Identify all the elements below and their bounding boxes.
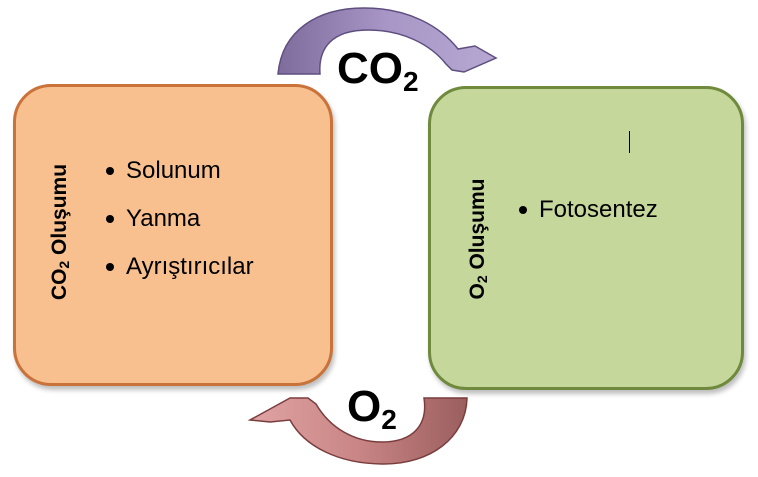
top-curved-arrow bbox=[277, 7, 498, 75]
co2-formation-title: CO2 Oluşumu bbox=[48, 163, 72, 301]
bottom-curved-arrow bbox=[247, 397, 468, 465]
o2-arrow-label: O2 bbox=[347, 382, 397, 435]
list-item: Yanma bbox=[102, 204, 254, 252]
co2-arrow-label: CO2 bbox=[337, 44, 419, 97]
co2-formation-box bbox=[13, 84, 333, 386]
co2-sources-list: Solunum Yanma Ayrıştırıcılar bbox=[102, 156, 254, 300]
o2-sources-list: Fotosentez bbox=[515, 195, 658, 243]
list-item: Fotosentez bbox=[515, 195, 658, 243]
list-item: Solunum bbox=[102, 156, 254, 204]
o2-formation-box bbox=[428, 86, 744, 390]
o2-formation-title: O2 Oluşumu bbox=[466, 178, 490, 300]
list-item: Ayrıştırıcılar bbox=[102, 252, 254, 300]
text-cursor bbox=[629, 131, 630, 153]
